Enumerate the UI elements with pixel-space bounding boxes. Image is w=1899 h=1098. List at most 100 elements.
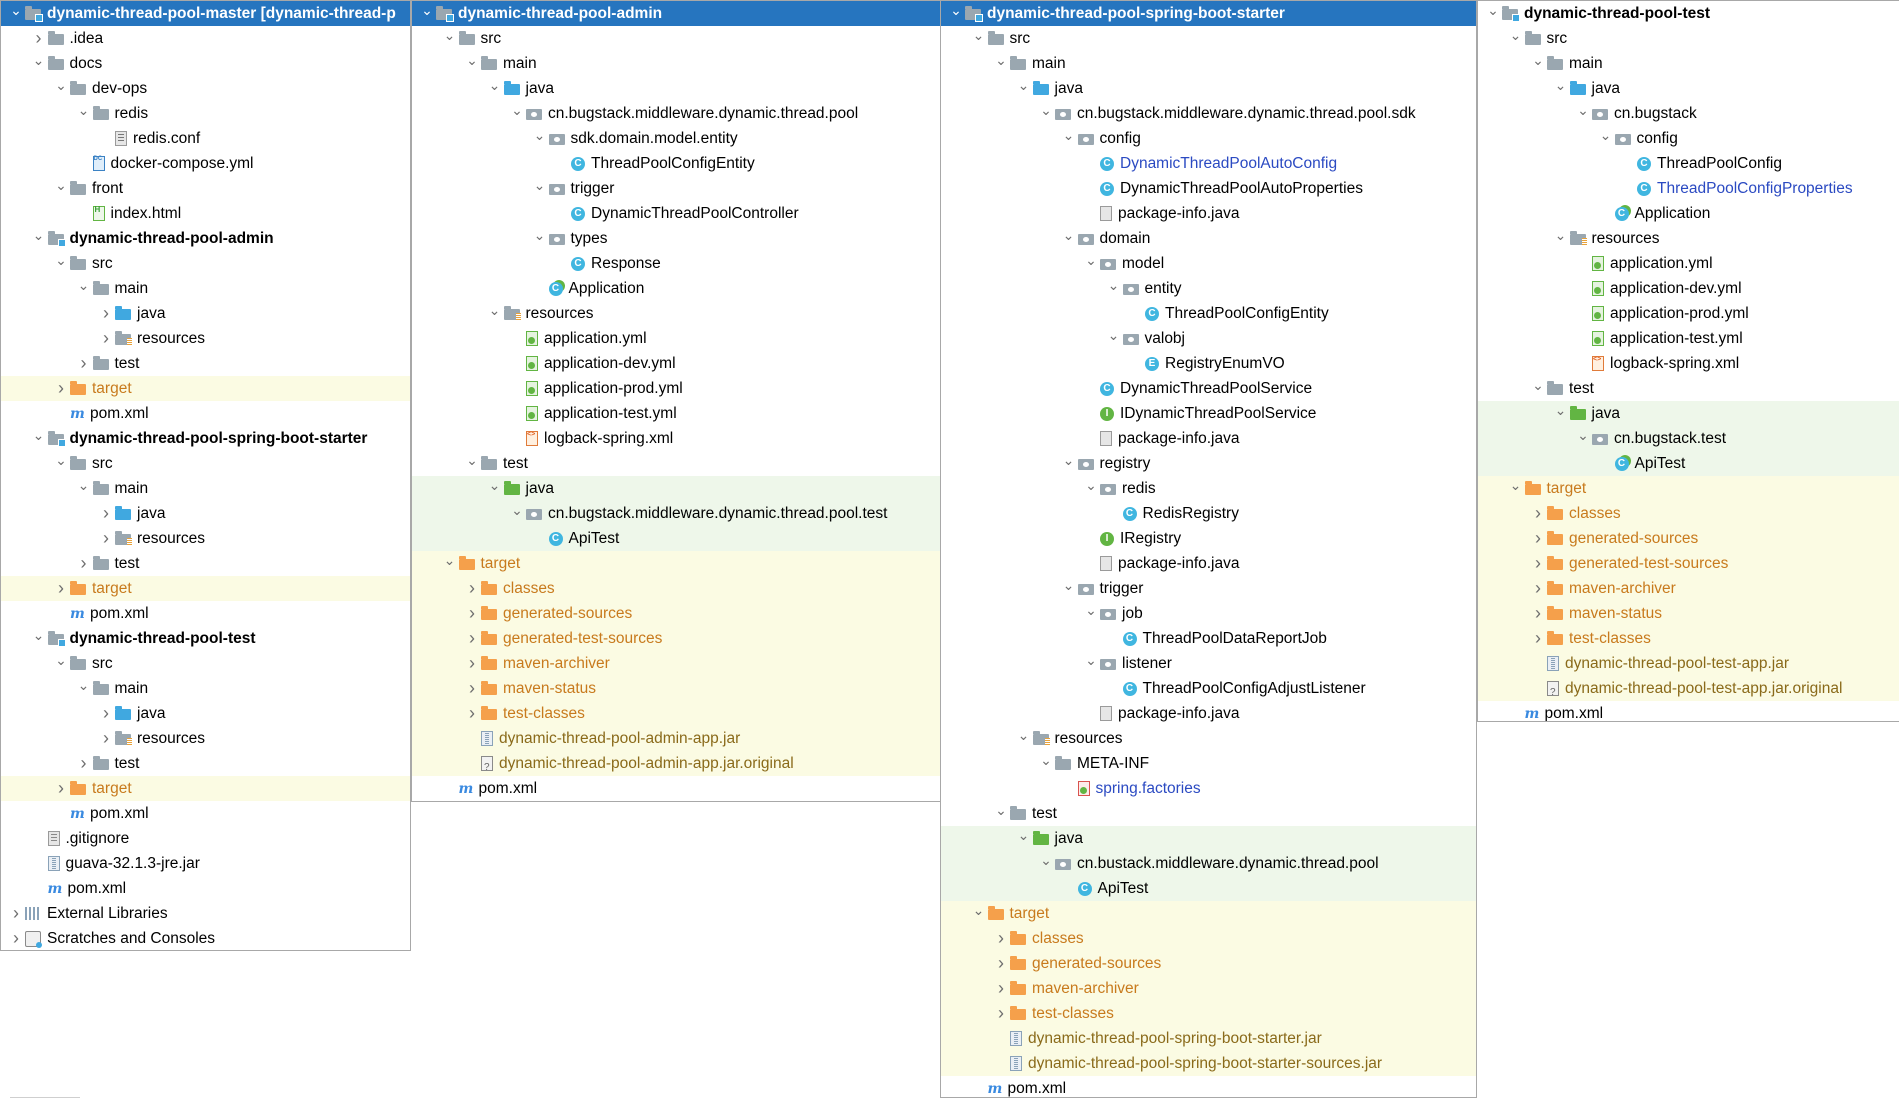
chevron-down-icon[interactable]: ⌄ [55,452,67,468]
tree-node[interactable]: application-dev.yml [412,351,943,376]
chevron-down-icon[interactable]: ⌄ [1017,827,1030,843]
chevron-down-icon[interactable]: ⌄ [1040,852,1052,868]
tree-node[interactable]: ⌄java [1478,76,1899,101]
chevron-down-icon[interactable]: ⌄ [950,2,962,18]
tree-node[interactable]: ⌄dev-ops [1,76,410,101]
chevron-down-icon[interactable]: ⌄ [488,77,501,93]
tree-node[interactable]: ⌄java [412,476,943,501]
tree-node[interactable]: ⌄dynamic-thread-pool-admin [412,1,943,26]
tree-node[interactable]: ›maven-status [1478,601,1899,626]
tree-node[interactable]: ⌄main [412,51,943,76]
tree-node[interactable]: ⌄model [941,251,1476,276]
chevron-down-icon[interactable]: ⌄ [421,2,433,18]
tree-node[interactable]: ⌄cn.bugstack [1478,101,1899,126]
tree-node[interactable]: ⌄test [412,451,943,476]
tree-node[interactable]: dynamic-thread-pool-admin-app.jar.origin… [412,751,943,780]
chevron-down-icon[interactable]: ⌄ [1062,127,1075,143]
chevron-down-icon[interactable]: ⌄ [1040,102,1052,118]
tree-node[interactable]: ›target [1,376,410,401]
chevron-right-icon[interactable]: › [1535,628,1541,648]
tree-node[interactable]: ›test [1,551,410,576]
chevron-down-icon[interactable]: ⌄ [55,252,67,268]
tree-node[interactable]: ⌄config [1478,126,1899,151]
chevron-down-icon[interactable]: ⌄ [1017,727,1030,743]
chevron-right-icon[interactable]: › [469,703,475,723]
chevron-down-icon[interactable]: ⌄ [1107,327,1120,343]
tree-node[interactable]: ⌄trigger [412,176,943,201]
chevron-down-icon[interactable]: ⌄ [1509,477,1522,493]
chevron-down-icon[interactable]: ⌄ [1062,227,1075,243]
tree-node[interactable]: ⌄main [1,276,410,301]
tree-node[interactable]: ⌄java [1478,401,1899,426]
tree-node[interactable]: ›test [1,351,410,376]
chevron-right-icon[interactable]: › [103,728,109,748]
chevron-right-icon[interactable]: › [1535,528,1541,548]
chevron-down-icon[interactable]: ⌄ [55,652,67,668]
chevron-right-icon[interactable]: › [1535,603,1541,623]
chevron-down-icon[interactable]: ⌄ [1085,602,1097,618]
tree-node[interactable]: application-test.yml [1478,326,1899,351]
chevron-down-icon[interactable]: ⌄ [1062,452,1075,468]
tree-node[interactable]: ⌄main [1478,51,1899,76]
tree-node[interactable]: ⌄src [1,451,410,476]
chevron-down-icon[interactable]: ⌄ [32,427,45,443]
tree-node[interactable]: dynamic-thread-pool-spring-boot-starter.… [941,1026,1476,1051]
chevron-down-icon[interactable]: ⌄ [1107,277,1120,293]
tree-node[interactable]: ›classes [1478,501,1899,526]
chevron-down-icon[interactable]: ⌄ [488,477,501,493]
tree-node[interactable]: application-dev.yml [1478,276,1899,301]
tree-node[interactable]: ⌄cn.bugstack.test [1478,426,1899,451]
tree-node[interactable]: ⌄dynamic-thread-pool-spring-boot-starter [941,1,1476,26]
chevron-right-icon[interactable]: › [80,353,87,373]
chevron-right-icon[interactable]: › [13,928,19,948]
chevron-down-icon[interactable]: ⌄ [1085,477,1097,493]
tree-node[interactable]: ⌄src [1,651,410,676]
tree-node[interactable]: logback-spring.xml [412,422,943,451]
tree-node[interactable]: ⌄redis [1,101,410,126]
chevron-right-icon[interactable]: › [998,1003,1004,1023]
chevron-down-icon[interactable]: ⌄ [1577,427,1589,443]
chevron-right-icon[interactable]: › [103,528,109,548]
tree-node[interactable]: ⌄front [1,176,410,201]
chevron-right-icon[interactable]: › [998,978,1004,998]
chevron-down-icon[interactable]: ⌄ [995,52,1007,68]
tree-node[interactable]: ⌄dynamic-thread-pool-admin [1,226,410,251]
chevron-down-icon[interactable]: ⌄ [77,277,90,293]
chevron-down-icon[interactable]: ⌄ [466,452,478,468]
tree-node[interactable]: ›target [1,576,410,601]
tree-node[interactable]: ⌄test [941,801,1476,826]
tree-node[interactable]: docker-compose.yml [1,147,410,176]
chevron-down-icon[interactable]: ⌄ [1532,52,1544,68]
tree-node[interactable]: package-info.java [941,426,1476,451]
chevron-down-icon[interactable]: ⌄ [55,177,67,193]
chevron-right-icon[interactable]: › [13,903,19,923]
tree-node[interactable]: ⌄dynamic-thread-pool-master [dynamic-thr… [1,1,410,26]
tree-node[interactable]: ⌄types [412,226,943,251]
tree-node[interactable]: package-info.java [941,551,1476,576]
tree-node[interactable]: ⌄entity [941,276,1476,301]
tree-node[interactable]: ⌄dynamic-thread-pool-test [1,626,410,651]
tree-node[interactable]: ›generated-test-sources [412,626,943,651]
chevron-down-icon[interactable]: ⌄ [533,177,546,193]
chevron-right-icon[interactable]: › [469,628,475,648]
tree-node[interactable]: ›generated-test-sources [1478,551,1899,576]
chevron-right-icon[interactable]: › [1535,553,1541,573]
chevron-down-icon[interactable]: ⌄ [77,102,90,118]
tree-node[interactable]: ⌄domain [941,226,1476,251]
tree-node[interactable]: ⌄redis [941,476,1476,501]
chevron-down-icon[interactable]: ⌄ [32,52,45,68]
tree-node[interactable]: ›.idea [1,26,410,51]
tree-node[interactable]: ›maven-archiver [941,976,1476,1001]
chevron-down-icon[interactable]: ⌄ [1599,127,1612,143]
